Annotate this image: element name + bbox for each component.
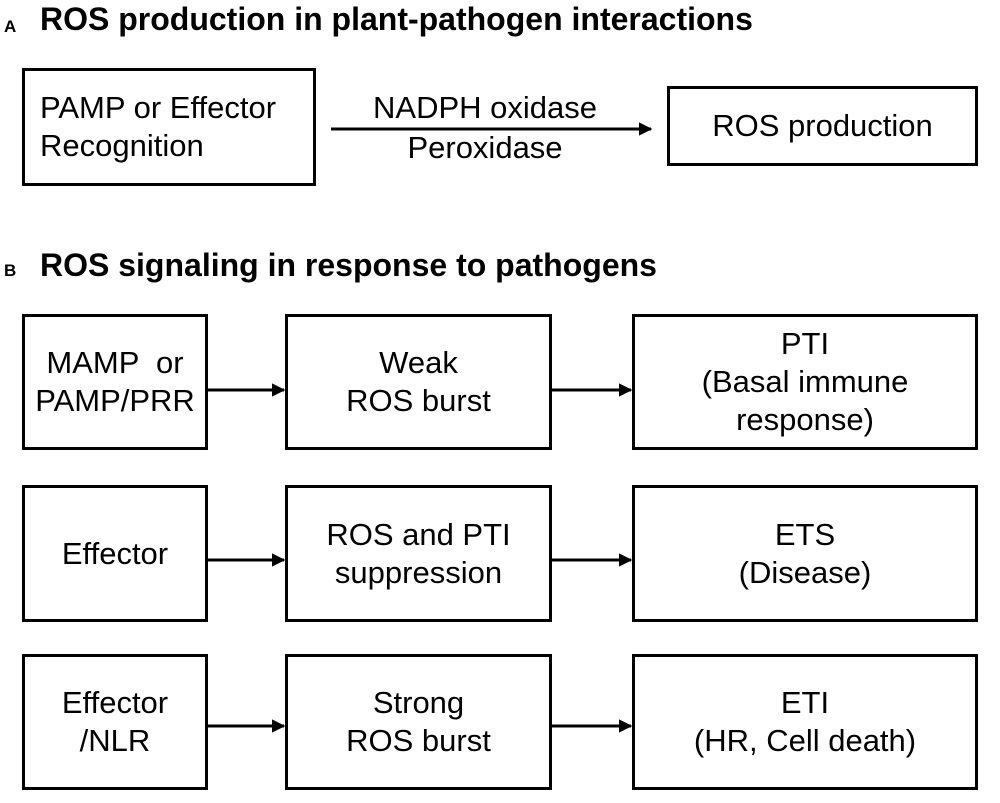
panel-b-title: ROS signaling in response to pathogens: [40, 247, 657, 283]
row3-outcome-box: ETI (HR, Cell death): [632, 654, 978, 790]
recognition-line-1: PAMP or Effector: [40, 90, 277, 125]
row2-burst-line-2: suppression: [334, 554, 503, 590]
row1-outcome-line-1: PTI: [780, 326, 830, 361]
row1-trigger-line-2: PAMP/PRR: [35, 383, 195, 418]
ros-production-label: ROS production: [712, 108, 933, 143]
enzyme-label-nadph: NADPH oxidase: [373, 90, 597, 125]
row3-outcome-line-2: (HR, Cell death): [693, 723, 917, 758]
enzyme-label-peroxidase: Peroxidase: [407, 130, 563, 165]
row3-outcome-line-1: ETI: [780, 685, 830, 720]
panel-a-title: ROS production in plant-pathogen interac…: [40, 1, 753, 37]
row1-burst-line-2: ROS burst: [346, 383, 491, 418]
row3-trigger-line-2: /NLR: [79, 723, 151, 758]
panel-a-letter: A: [4, 17, 17, 36]
recognition-box: PAMP or Effector Recognition: [22, 68, 316, 186]
row2-outcome-box: ETS (Disease): [632, 485, 978, 622]
row1-outcome-box: PTI (Basal immune response): [632, 314, 978, 450]
ros-production-box: ROS production: [667, 86, 978, 166]
row2-outcome-line-1: ETS: [774, 516, 836, 552]
panel-b-letter: B: [4, 261, 17, 280]
row1-outcome-line-3: response): [736, 402, 874, 437]
recognition-line-2: Recognition: [40, 128, 204, 163]
row3-trigger-line-1: Effector: [61, 685, 169, 720]
row2-outcome-line-2: (Disease): [738, 554, 872, 590]
row2-burst-line-1: ROS and PTI: [326, 516, 511, 552]
row1-burst-box: Weak ROS burst: [285, 314, 552, 450]
row1-outcome-line-2: (Basal immune: [701, 364, 909, 399]
row2-burst-box: ROS and PTI suppression: [285, 485, 552, 622]
row1-burst-line-1: Weak: [379, 345, 458, 380]
row2-trigger-box: Effector: [22, 485, 208, 622]
row3-burst-box: Strong ROS burst: [285, 654, 552, 790]
row1-trigger-box: MAMP or PAMP/PRR: [22, 314, 208, 450]
row2-trigger-line-1: Effector: [61, 535, 169, 571]
row3-burst-line-2: ROS burst: [346, 723, 491, 758]
row3-burst-line-1: Strong: [372, 685, 465, 720]
row3-trigger-box: Effector /NLR: [22, 654, 208, 790]
row1-trigger-line-1: MAMP or: [46, 345, 184, 380]
